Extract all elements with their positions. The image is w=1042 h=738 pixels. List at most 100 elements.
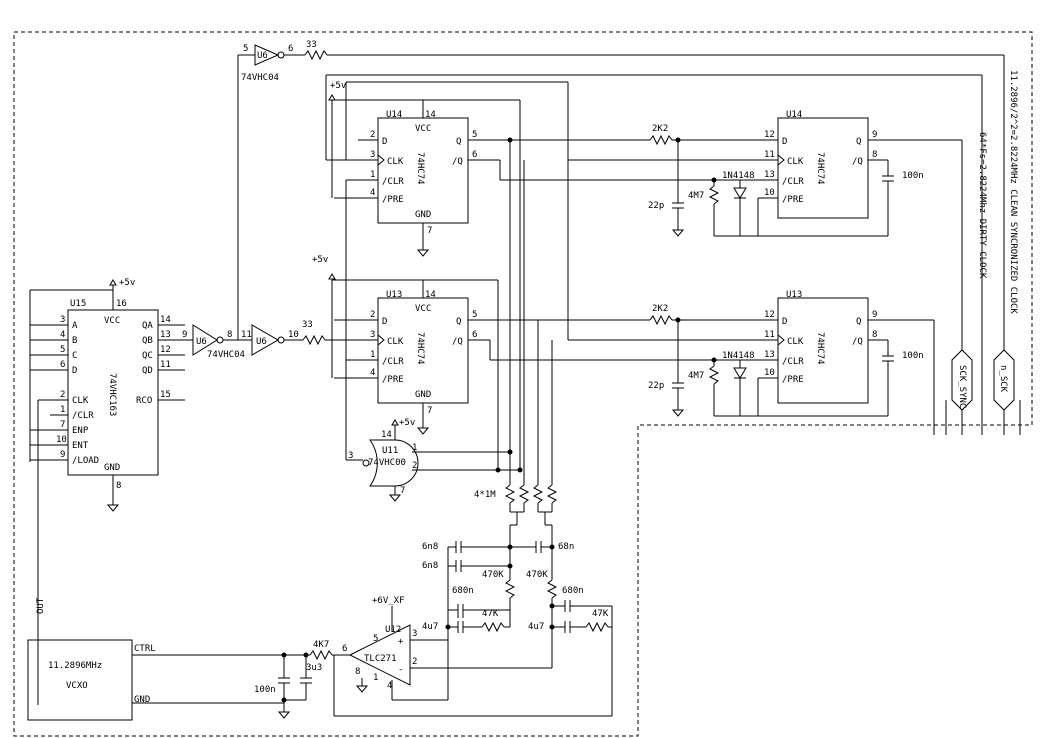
ff_b-pins_left-1-name-label: CLK [787,157,804,167]
u15-part: 74VHC163 [107,373,117,416]
ff_c-pins_right-1-num-label: 6 [472,330,477,340]
caps-c22p-label: 22p [648,381,664,391]
ff-a-to-b-network: 2K2 22p 4M7 1N4148 100n [499,124,924,237]
labels-n_sck-label: n_SCK [998,365,1008,393]
diode-label: 1N4148 [722,171,755,181]
u15-vcc-label: VCC [104,316,120,326]
inverters-0-ref-label: U6 [257,51,268,61]
inverters-1-ref-label: U6 [196,337,207,347]
u15-right_pins-1-num-label: 13 [160,330,171,340]
ff_c-pins_left-1-num-label: 3 [370,330,375,340]
nand-pin_a-label: 1 [412,443,417,453]
ff_b-pins_left-2-name-label: /CLR [782,177,804,187]
u15-left_pins-5-name-label: /CLR [72,411,94,421]
inverters-1-pin_out-label: 8 [227,330,232,340]
u15-gnd-label: GND [104,463,120,473]
resistors-r470k-label: 470K [526,570,548,580]
resistors-r4m7-label: 4M7 [688,191,704,201]
resistors-r4m7-label: 4M7 [688,371,704,381]
inverters-0-pin_out-label: 6 [288,44,293,54]
opamp-pin_gnd-label: 4 [387,681,392,691]
ff_d-pins_right-1-num-label: 8 [872,330,877,340]
ff_a-pins_right-0-num-label: 5 [472,130,477,140]
ff_c-pins_left-0-name-label: D [382,317,387,327]
connector-sck-sync: SCK_SYNC [951,349,973,435]
u15-left_pins-7-num-label: 10 [56,435,67,445]
u15-left_pins-6-num-label: 7 [60,420,65,430]
ff_a-pins_left-2-num-label: 1 [370,170,375,180]
nand-pin_pwr-label: 14 [381,430,392,440]
resistor-bank-4x1m: 4*1M [474,484,558,580]
plus5v-label: +5v [312,255,328,265]
ff_d-part-label: 74HC74 [815,332,825,365]
ff_b-pins_right-0-name-label: Q [856,137,861,147]
inverters-1-pin_in-label: 9 [182,330,187,340]
ff_a-pins_left-1-num-label: 3 [370,150,375,160]
u15-left_pins-8-num-label: 9 [60,450,65,460]
u15-left_pins-8-name-label: /LOAD [72,456,99,466]
ff_a-pins_left-1-name-label: CLK [387,157,404,167]
caps-c100n-label: 100n [902,351,924,361]
ff_d-pins_left-0-num-label: 12 [764,310,775,320]
labels-sck_sync-label: SCK_SYNC [957,365,967,408]
ff_d-pins_left-2-num-label: 13 [764,350,775,360]
u15-pin-gnd: 8 [116,481,121,491]
ff_c-pins_right-1-name-label: /Q [452,337,463,347]
resistors-r470k-label: 470K [482,570,504,580]
nand-pwr-label: +5v [399,418,415,428]
u15-left_pins-3-name-label: D [72,366,77,376]
ff_b-pins_right-1-num-label: 8 [872,150,877,160]
ff_b-pins_left-2-num-label: 13 [764,170,775,180]
ff_c-part-label: 74HC74 [415,332,425,365]
ff_c-pin_vcc-label: 14 [425,290,436,300]
caps-c100n-label: 100n [902,171,924,181]
u15-left_pins-0-num-label: 3 [60,315,65,325]
ff_a-gnd-label: GND [415,210,431,220]
vcxo: 11.2896MHz VCXO CTRL GND OUT [27,597,156,721]
inverter-top: 5 6 U6 74VHC04 33 [238,40,1005,350]
vcxo-ctrl-label: CTRL [134,644,156,654]
plus5v-rail-mid: +5v [312,255,499,470]
u15-left_pins-1-name-label: B [72,336,77,346]
clean-clock-label: 11.2896/2^2=2.8224MHz CLEAN SYNCRONIZED … [1008,70,1018,314]
u15-left_pins-2-num-label: 5 [60,345,65,355]
loop-filter: 6n8 68n 6n8 470K 470K 680n 4u7 47K 680n … [422,541,613,716]
resistors-r33_mid-label: 33 [302,320,313,330]
u15-right_pins-1-name-label: QB [142,336,153,346]
ff-c-to-d-network: 2K2 22p 4M7 1N4148 100n [489,304,924,417]
ff_b-pins_left-3-name-label: /PRE [782,195,804,205]
ff_d-pins_left-3-name-label: /PRE [782,375,804,385]
u15-right_pins-2-name-label: QC [142,351,153,361]
caps-c4u7-label: 4u7 [422,622,438,632]
resistors-r33_top-label: 33 [306,40,317,50]
ff_b-pins_left-1-num-label: 11 [764,150,775,160]
ff_b-part-label: 74HC74 [815,152,825,185]
diode-label: 1N4148 [722,351,755,361]
ff_a-pins_right-0-name-label: Q [456,137,461,147]
ff_d-pins_right-0-num-label: 9 [872,310,877,320]
opamp-pin_minus-label: 2 [412,657,417,667]
ff_a-pin_gnd-label: 7 [427,226,432,236]
resistors-r4x1m-label: 4*1M [474,490,496,500]
caps-c22p-label: 22p [648,201,664,211]
u15-left_pins-4-num-label: 2 [60,390,65,400]
inverters-1-part-label: 74VHC04 [207,350,245,360]
opamp-pin_8-label: 8 [355,667,360,677]
ff_a-vcc-label: VCC [415,124,431,134]
u15-right_pins-0-name-label: QA [142,321,153,331]
u15-left_pins-1-num-label: 4 [60,330,65,340]
ff_a-pins_left-3-num-label: 4 [370,188,375,198]
u15-left_pins-3-num-label: 6 [60,360,65,370]
caps-c3u3-label: 3u3 [306,663,322,673]
opamp-pin_top-label: 5 [373,634,378,644]
resistors-r47k-label: 47K [592,609,609,619]
u15-right_pins-3-name-label: QD [142,366,153,376]
u15-left_pins-0-name-label: A [72,321,78,331]
u15-right_pins-4-num-label: 15 [160,390,171,400]
u15-left_pins-2-name-label: C [72,351,77,361]
